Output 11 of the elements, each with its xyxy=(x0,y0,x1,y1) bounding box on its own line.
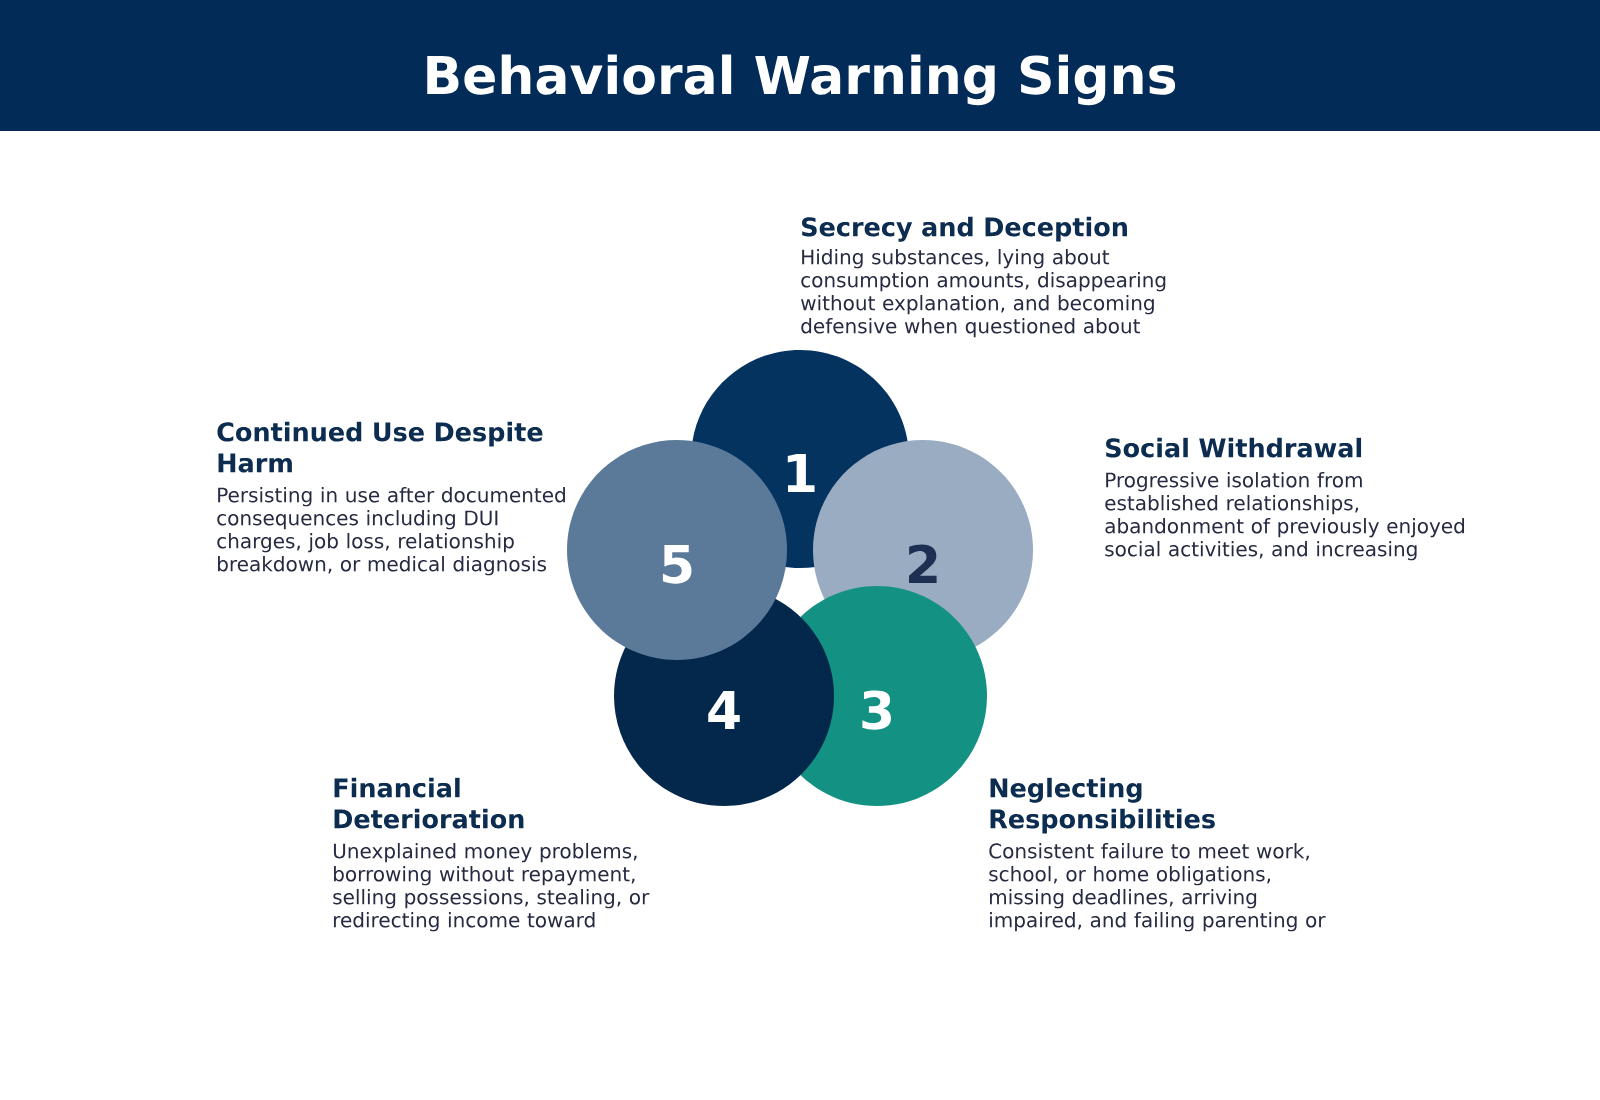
heading: Social Withdrawal xyxy=(1106,437,1362,458)
description: Consistent failure to meet work, school, or home obligations, missing deadlines, arriving impaired, and failing parenting or xyxy=(989,843,1326,932)
heading: Neglecting Responsibilities xyxy=(990,777,1215,834)
description: Hiding substances, lying about consumption amounts, disappearing without explanation, and becoming defensive when questioned about xyxy=(801,249,1166,338)
title-banner: Behavioral Warning Signs xyxy=(0,0,1600,131)
description: Unexplained money problems, borrowing without repayment, selling possessions, stealing, or redirecting income toward xyxy=(333,843,650,932)
heading: Secrecy and Deception xyxy=(802,216,1127,242)
description: Persisting in use after documented consequences including DUI charges, job loss, relationship breakdown, or medical diagnosis xyxy=(217,487,565,576)
heading: Continued Use Despite Harm xyxy=(217,421,543,473)
heading: Financial Deterioration xyxy=(334,777,524,829)
description: Progressive isolation from established relationships, abandonment of previously enjoyed social activities, and increasing xyxy=(1105,472,1464,561)
